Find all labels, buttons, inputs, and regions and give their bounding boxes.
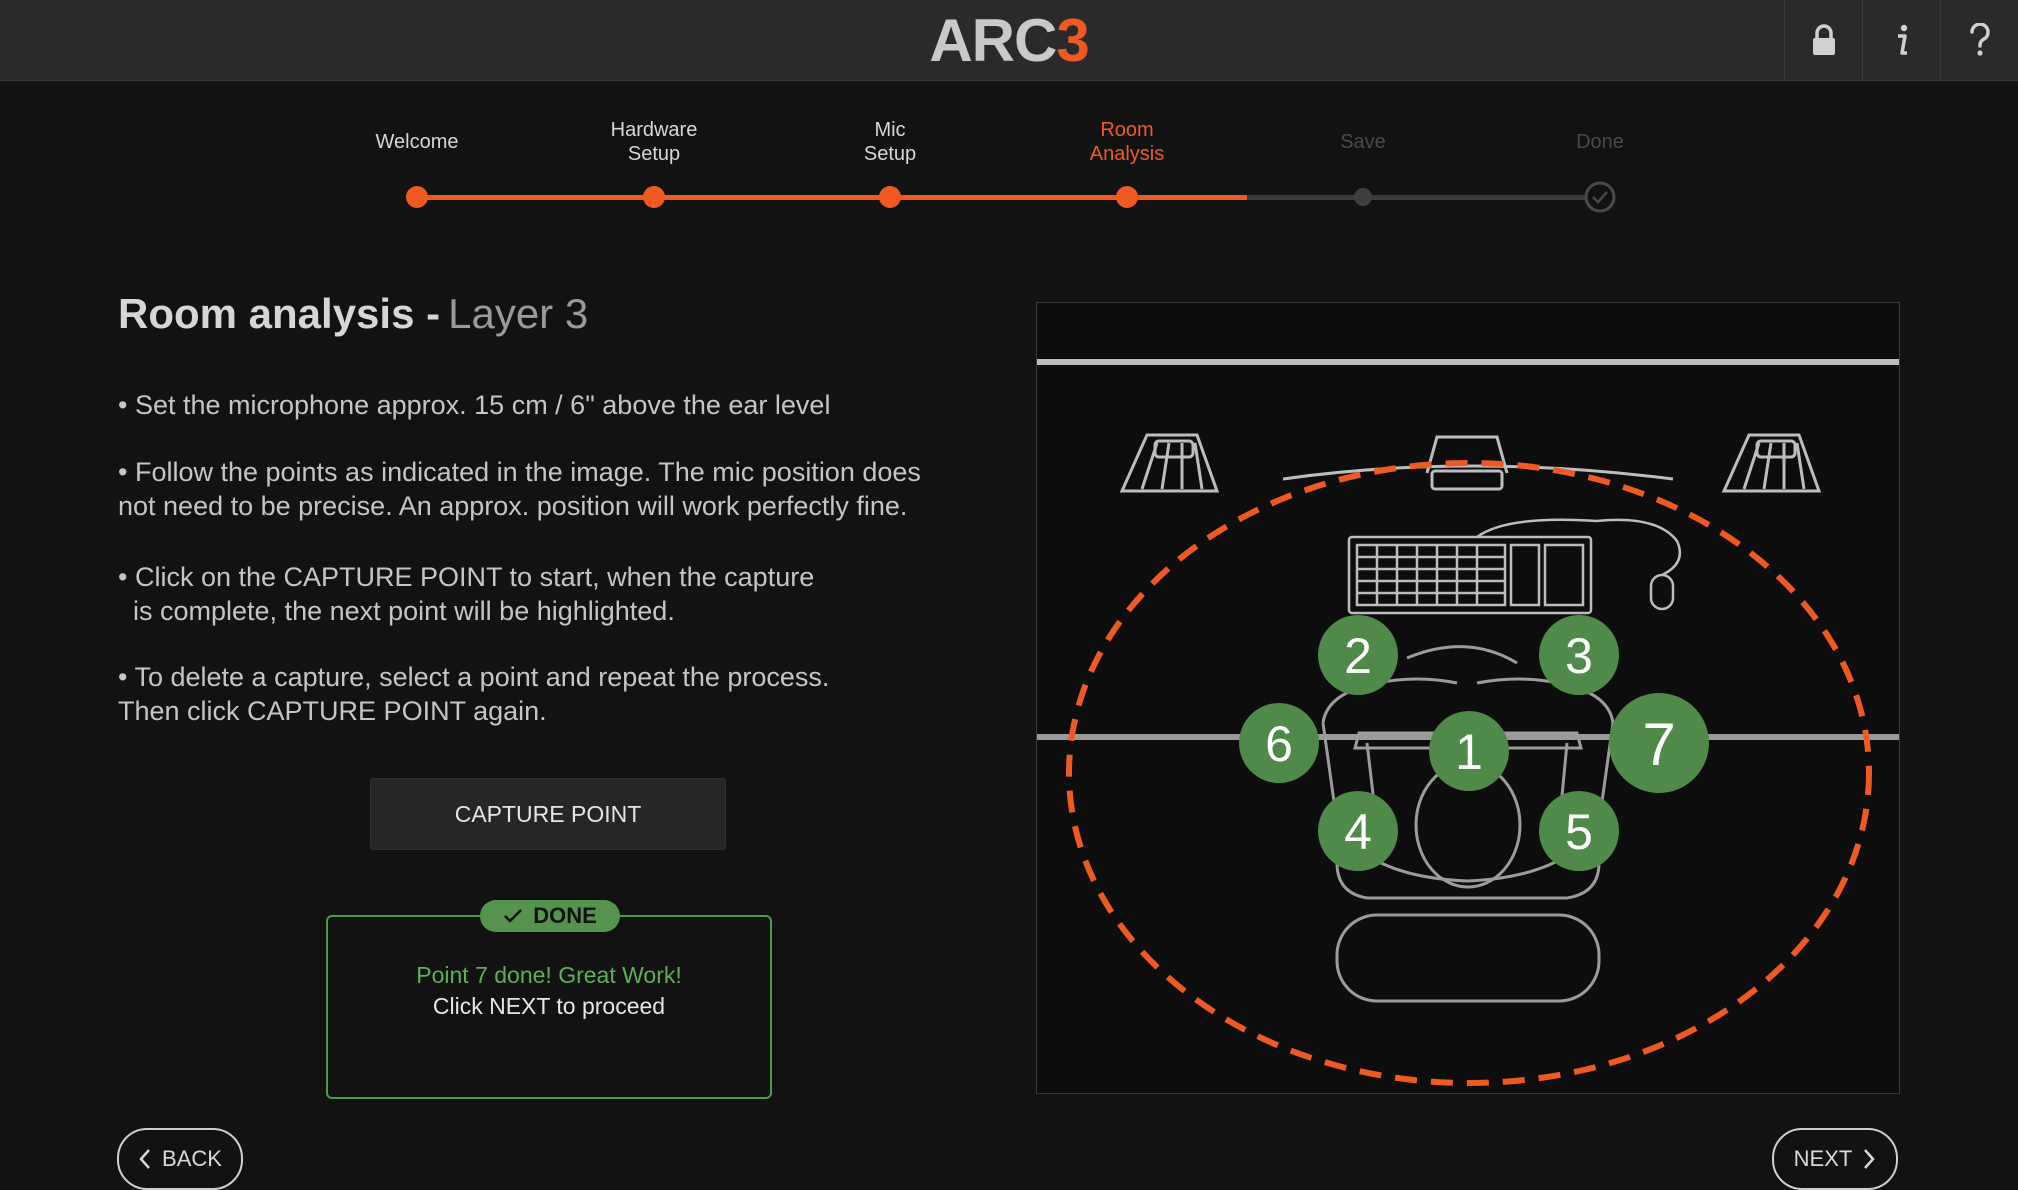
page-title-main: Room analysis -: [118, 290, 441, 337]
status-message: Point 7 done! Great Work!: [416, 962, 682, 988]
capture-point-button[interactable]: CAPTURE POINT: [370, 778, 726, 850]
point-3-label: 3: [1565, 628, 1593, 684]
help-icon: [1970, 23, 1990, 56]
step-done-label: Done: [1576, 131, 1624, 153]
measurement-point-3[interactable]: 3: [1539, 615, 1619, 695]
keyboard-icon: [1347, 535, 1593, 615]
chevron-left-icon: [139, 1149, 150, 1169]
measurement-point-4[interactable]: 4: [1318, 791, 1398, 871]
step-hardware-label-1: Hardware: [610, 119, 698, 141]
lock-icon: [1813, 24, 1835, 55]
measurement-point-6[interactable]: 6: [1239, 703, 1319, 783]
step-welcome-label: Welcome: [375, 131, 459, 153]
next-button-label: NEXT: [1793, 1146, 1853, 1171]
checkmark-icon: [504, 909, 523, 923]
step-dot-mic: [879, 186, 901, 208]
next-button[interactable]: NEXT: [1772, 1128, 1898, 1190]
instruction-1: • Set the microphone approx. 15 cm / 6" …: [118, 388, 998, 422]
instruction-1-line-1: • Set the microphone approx. 15 cm / 6" …: [118, 390, 831, 420]
status-hint: Click NEXT to proceed: [432, 993, 666, 1019]
app-logo: ARC3: [0, 6, 2018, 75]
right-speaker-icon: [1721, 433, 1822, 493]
step-room-label-2: Analysis: [1089, 143, 1165, 165]
chevron-right-icon: [1864, 1149, 1876, 1169]
lock-button[interactable]: [1784, 0, 1863, 80]
check-circle-icon: [1584, 181, 1616, 213]
measurement-point-5[interactable]: 5: [1539, 791, 1619, 871]
status-panel: DONE Point 7 done! Great Work! Click NEX…: [326, 900, 772, 1099]
monitor-icon: [1282, 435, 1674, 491]
page-title: Room analysis -Layer 3: [118, 290, 588, 338]
measurement-area-outline: [1066, 460, 1872, 1086]
progress-track-completed: [417, 195, 1247, 200]
point-4-label: 4: [1344, 804, 1372, 860]
measurement-point-7[interactable]: 7: [1609, 693, 1709, 793]
step-welcome: Welcome: [327, 130, 507, 154]
instruction-2-line-1: • Follow the points as indicated in the …: [118, 457, 921, 487]
point-5-label: 5: [1565, 804, 1593, 860]
step-dot-room: [1116, 186, 1138, 208]
room-diagram-illustration: 1 2 3 4 5 6 7: [1037, 359, 1899, 1086]
point-1-label: 1: [1455, 724, 1483, 780]
room-diagram: 1 2 3 4 5 6 7: [1036, 302, 1900, 1094]
left-speaker-icon: [1119, 433, 1220, 493]
page-title-layer: Layer 3: [448, 290, 589, 337]
back-button-label: BACK: [162, 1146, 222, 1171]
point-6-label: 6: [1265, 716, 1293, 772]
step-dot-save: [1354, 188, 1372, 206]
instruction-4-line-1: • To delete a capture, select a point an…: [118, 662, 830, 692]
step-dot-hardware: [643, 186, 665, 208]
progress-track-remaining: [1247, 195, 1600, 200]
step-done: Done: [1510, 130, 1690, 154]
logo-text: ARC: [929, 7, 1057, 74]
step-save: Save: [1273, 130, 1453, 154]
step-hardware-label-2: Setup: [627, 143, 681, 165]
instruction-3-line-2: is complete, the next point will be high…: [118, 596, 675, 626]
info-button[interactable]: [1862, 0, 1941, 80]
step-mic-label-1: Mic: [874, 119, 906, 141]
top-bar: ARC3: [0, 0, 2018, 81]
logo-accent: 3: [1056, 7, 1089, 74]
point-7-label: 7: [1642, 711, 1675, 778]
instruction-2: • Follow the points as indicated in the …: [118, 455, 998, 523]
step-room-label-1: Room: [1100, 119, 1154, 141]
instruction-3: • Click on the CAPTURE POINT to start, w…: [118, 560, 998, 628]
help-button[interactable]: [1940, 0, 2018, 80]
step-save-label: Save: [1340, 131, 1386, 153]
instruction-3-line-1: • Click on the CAPTURE POINT to start, w…: [118, 562, 815, 592]
instruction-4-line-2: Then click CAPTURE POINT again.: [118, 696, 547, 726]
mouse-icon: [1476, 518, 1682, 611]
instruction-2-line-2: not need to be precise. An approx. posit…: [118, 491, 908, 521]
front-wall-line: [1037, 359, 1899, 365]
status-badge: DONE: [480, 900, 620, 932]
step-mic-label-2: Setup: [863, 143, 917, 165]
back-button[interactable]: BACK: [117, 1128, 243, 1190]
status-badge-label: DONE: [533, 903, 597, 928]
point-2-label: 2: [1344, 628, 1372, 684]
instruction-4: • To delete a capture, select a point an…: [118, 660, 998, 728]
measurement-point-1[interactable]: 1: [1429, 711, 1509, 791]
measurement-point-2[interactable]: 2: [1318, 615, 1398, 695]
info-icon: [1898, 24, 1908, 55]
step-dot-welcome: [406, 186, 428, 208]
